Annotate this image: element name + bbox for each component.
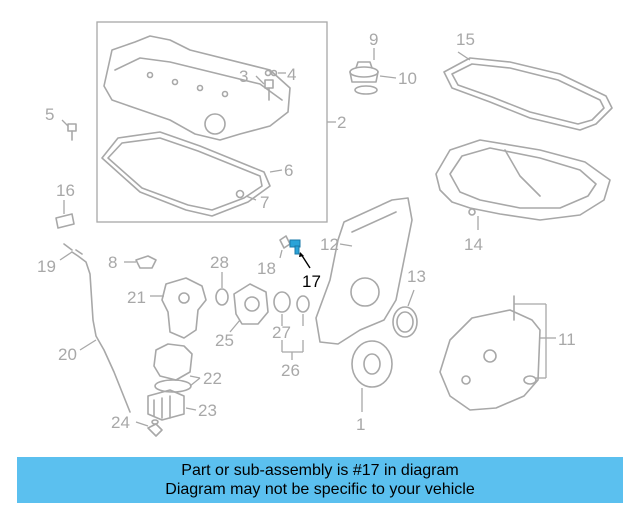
callout-4: 4 — [287, 65, 296, 84]
bolt-5 — [67, 123, 77, 141]
oil-filler-cap — [349, 61, 379, 83]
callout-17[interactable]: 17 — [302, 272, 321, 291]
bracket-18 — [279, 235, 291, 249]
cap-8 — [135, 255, 157, 269]
callout-2: 2 — [337, 113, 346, 132]
callout-18: 18 — [257, 259, 276, 278]
washer-4 — [264, 69, 278, 77]
callout-19: 19 — [37, 257, 56, 276]
banner-line-1: Part or sub-assembly is #17 in diagram — [181, 462, 459, 479]
callout-7: 7 — [260, 193, 269, 212]
callout-13: 13 — [407, 267, 426, 286]
crankshaft-seal — [392, 306, 418, 338]
callout-22: 22 — [203, 369, 222, 388]
valve-cover-gasket — [101, 131, 271, 217]
plug-16 — [55, 213, 75, 229]
leader-lines — [59, 48, 556, 427]
callout-14: 14 — [464, 235, 483, 254]
callout-11: 11 — [558, 330, 576, 349]
parts-diagram: 1 2 3 4 5 6 7 8 9 10 11 12 13 14 15 16 1… — [37, 21, 613, 437]
bolt-3 — [264, 79, 274, 101]
timing-cover — [315, 197, 413, 345]
callout-6: 6 — [284, 161, 293, 180]
oil-pan — [435, 139, 611, 221]
dipstick — [63, 243, 131, 413]
crank-pulley — [351, 340, 393, 388]
callout-3: 3 — [239, 67, 248, 86]
callout-15: 15 — [456, 30, 475, 49]
info-banner: Part or sub-assembly is #17 in diagram D… — [17, 457, 623, 503]
banner-line-2: Diagram may not be specific to your vehi… — [165, 481, 475, 498]
callout-12: 12 — [320, 235, 339, 254]
callout-20: 20 — [58, 345, 77, 364]
callout-25: 25 — [215, 331, 234, 350]
oil-cooler — [233, 283, 269, 325]
engine-block-cooler — [439, 295, 541, 411]
cap-seal — [354, 85, 378, 95]
seal-27b — [296, 295, 310, 313]
callout-8: 8 — [108, 253, 117, 272]
callout-24: 24 — [111, 413, 130, 432]
valve-cover — [103, 35, 291, 141]
callout-16: 16 — [56, 181, 75, 200]
oring-28 — [215, 288, 229, 306]
callout-9: 9 — [369, 30, 378, 49]
callout-28: 28 — [210, 253, 229, 272]
seal-27a — [273, 291, 291, 313]
callout-21: 21 — [127, 288, 146, 307]
callout-10: 10 — [398, 69, 417, 88]
callout-1: 1 — [356, 415, 365, 434]
oil-pan-gasket — [443, 57, 613, 131]
callout-5: 5 — [45, 105, 54, 124]
filter-cap — [147, 389, 185, 421]
callout-23: 23 — [198, 401, 217, 420]
highlighted-bolt-17[interactable] — [289, 239, 301, 255]
oil-filter-element — [153, 343, 193, 393]
oil-filter-housing — [161, 277, 207, 339]
callout-27: 27 — [272, 323, 291, 342]
drain-bolt — [147, 419, 163, 437]
callout-26: 26 — [281, 361, 300, 380]
valve-cover-group-box — [96, 21, 328, 223]
